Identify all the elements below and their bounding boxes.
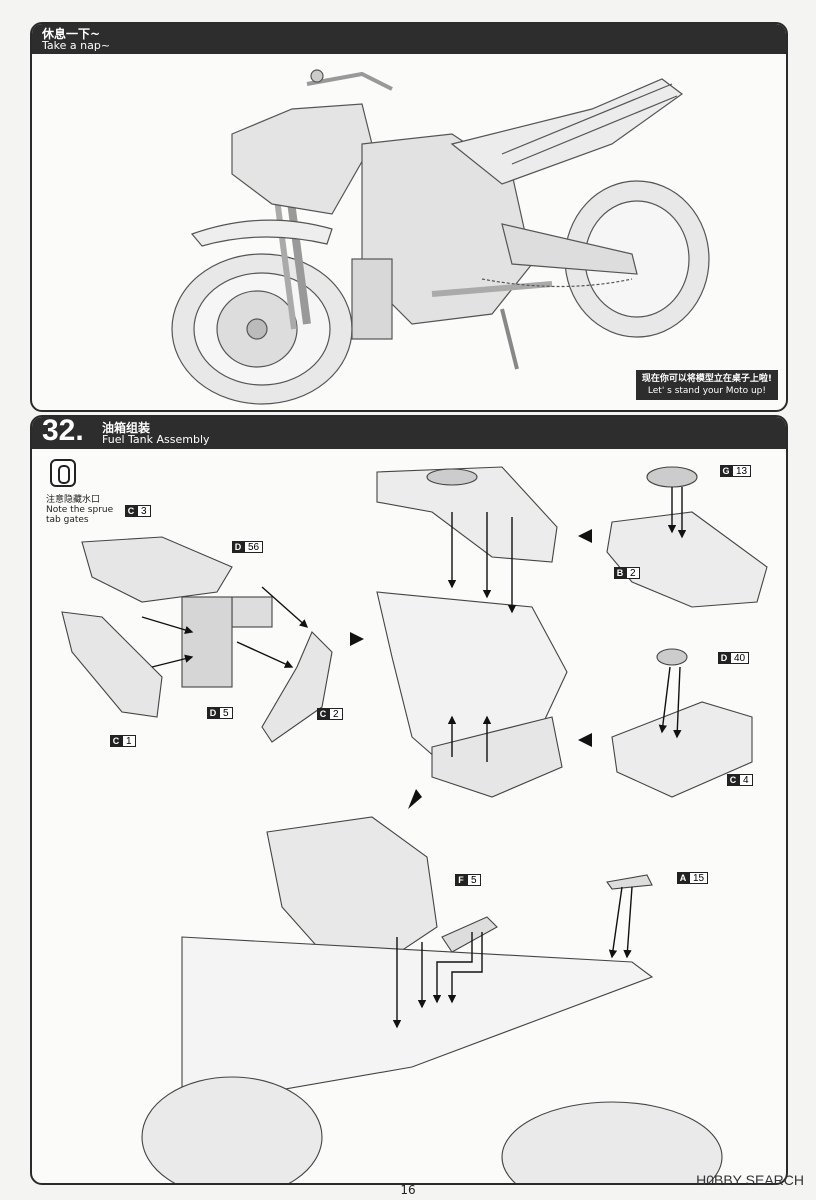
motorcycle-illustration — [171, 69, 710, 405]
flow-arrow-1 — [350, 632, 364, 646]
part-d5-shape — [181, 596, 233, 688]
rest-title-cn: 休息一下~ — [42, 27, 101, 41]
sprue-note-en-1: Note the sprue — [46, 505, 114, 515]
assembly-diagram — [61, 466, 768, 1183]
stand-note: 现在你可以将模型立在桌子上啦! Let' s stand your Moto u… — [635, 370, 778, 400]
part-b2-shape — [606, 511, 768, 608]
part-c4-shape — [611, 701, 753, 798]
part-c1-shape — [61, 611, 163, 718]
watermark: H0BBY SEARCH — [696, 1172, 804, 1188]
bike-frame-shape — [181, 936, 654, 1108]
rest-panel: 休息一下~ Take a nap~ — [30, 22, 788, 412]
part-d56-shape — [231, 596, 273, 628]
stand-note-cn: 现在你可以将模型立在桌子上啦! — [641, 374, 772, 384]
rest-panel-header: 休息一下~ Take a nap~ — [32, 24, 786, 54]
rest-title-en: Take a nap~ — [42, 39, 111, 52]
flow-arrow-4 — [408, 789, 422, 809]
sprue-note-cn: 注意隐藏水口 — [46, 495, 101, 505]
stand-note-en: Let' s stand your Moto up! — [647, 386, 766, 396]
part-c3-shape — [81, 536, 233, 603]
step-title-cn: 油箱组装 — [102, 421, 151, 435]
flow-arrow-3 — [578, 733, 592, 747]
step-title-en: Fuel Tank Assembly — [102, 433, 210, 446]
sprue-note: 注意隐藏水口 Note the sprue tab gates — [46, 495, 113, 525]
part-d40-shape — [656, 648, 688, 666]
flow-arrow-2 — [578, 529, 592, 543]
step-number: 32. — [42, 415, 84, 447]
part-c2-shape — [261, 631, 333, 743]
part-a15-shape — [606, 874, 653, 890]
assembled-tank-shape — [266, 816, 438, 958]
step-header: 32. 油箱组装 Fuel Tank Assembly — [32, 417, 786, 449]
sprue-note-en-2: tab gates — [46, 515, 89, 525]
sprue-gate-icon — [50, 459, 76, 487]
part-g13-shape — [646, 466, 698, 488]
step-32-panel: 32. 油箱组装 Fuel Tank Assembly 注意隐藏水口 Note … — [30, 415, 788, 1185]
part-f5-shape — [441, 916, 498, 953]
page-number: 16 — [400, 1183, 416, 1197]
